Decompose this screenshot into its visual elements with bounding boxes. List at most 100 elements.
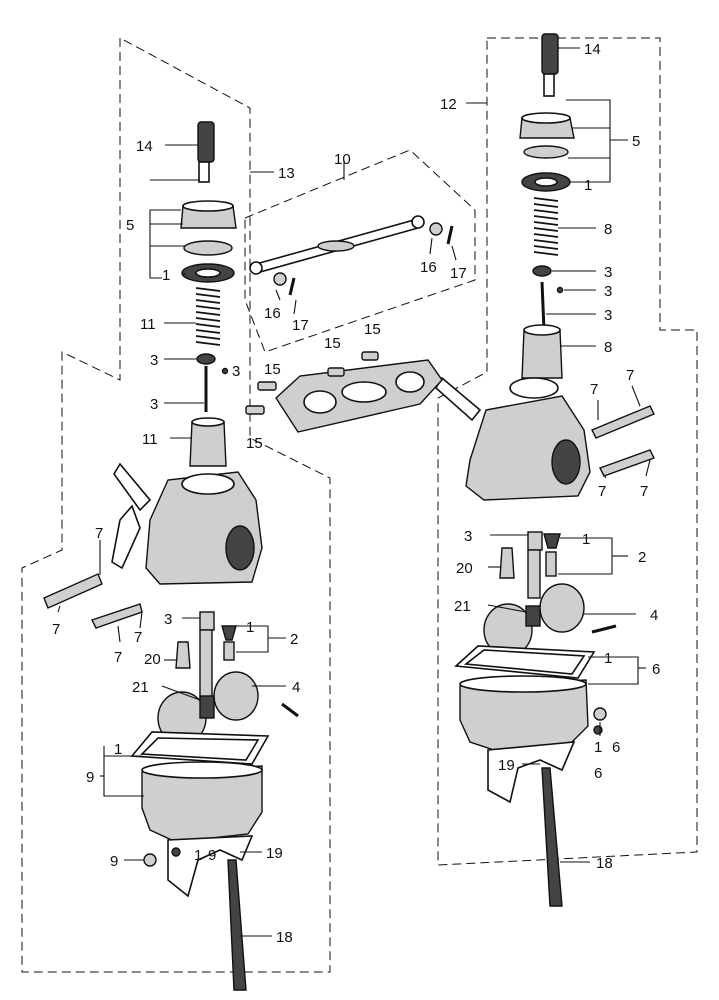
callout-18-right: 18 bbox=[596, 855, 613, 872]
callout-7-right-a: 7 bbox=[590, 381, 598, 398]
main-jet bbox=[527, 531, 543, 551]
cap-washer bbox=[183, 240, 233, 256]
callout-20-right: 20 bbox=[456, 560, 473, 577]
callout-21-left: 21 bbox=[132, 679, 149, 696]
callout-1-right-jet: 1 bbox=[582, 531, 590, 548]
needle-clip bbox=[196, 353, 216, 365]
intake-bore bbox=[551, 439, 581, 485]
drain-tube bbox=[227, 859, 247, 991]
cotter-pin bbox=[446, 225, 454, 245]
left-carburetor bbox=[43, 121, 299, 991]
float-pin bbox=[591, 624, 617, 634]
callout-4-left: 4 bbox=[292, 679, 300, 696]
callout-7-left-b: 7 bbox=[52, 621, 60, 638]
drain-screw bbox=[593, 707, 607, 721]
callout-7-right-b: 7 bbox=[626, 367, 634, 384]
callout-9-left-screw: 9 bbox=[110, 853, 118, 870]
callout-7-right-d: 7 bbox=[640, 483, 648, 500]
callout-7-left-a: 7 bbox=[95, 525, 103, 542]
callout-5-left: 5 bbox=[126, 217, 134, 234]
throttle-slide bbox=[521, 329, 563, 379]
drain-screw bbox=[143, 853, 157, 867]
callout-3-left-eclip: 3 bbox=[232, 363, 240, 380]
callout-8-right-slide: 8 bbox=[604, 339, 612, 356]
callout-8-right-spring: 8 bbox=[604, 221, 612, 238]
callout-1-left-jet: 1 bbox=[246, 619, 254, 636]
pilot-jet bbox=[499, 547, 515, 579]
cap-washer bbox=[523, 145, 569, 159]
float-right bbox=[213, 671, 259, 721]
linkage-and-manifold bbox=[245, 215, 454, 433]
callout-1-right-cap: 1 bbox=[584, 177, 592, 194]
callout-3-right-eclip: 3 bbox=[604, 283, 612, 300]
float-right bbox=[539, 583, 585, 633]
callout-3-left-needle: 3 bbox=[150, 396, 158, 413]
callout-15-b: 15 bbox=[324, 335, 341, 352]
callout-7-left-d: 7 bbox=[134, 629, 142, 646]
callout-20-left: 20 bbox=[144, 651, 161, 668]
callout-3-left-jet: 3 bbox=[164, 611, 172, 628]
throttle-spring bbox=[533, 197, 559, 256]
leader-lines bbox=[57, 47, 651, 937]
callout-1-left-gasket: 1 bbox=[114, 741, 122, 758]
manifold-bolt bbox=[245, 405, 265, 415]
left-assembly-outline bbox=[21, 37, 331, 973]
cotter-pin bbox=[288, 277, 296, 296]
right-assembly-outline bbox=[437, 37, 698, 866]
callout-3-left-clip: 3 bbox=[150, 352, 158, 369]
callout-14-right: 14 bbox=[584, 41, 601, 58]
main-jet bbox=[199, 611, 215, 631]
throttle-stop-screw bbox=[43, 573, 103, 609]
callout-9-left-washer: 9 bbox=[208, 847, 216, 864]
callout-10: 10 bbox=[334, 151, 351, 168]
callout-15-c: 15 bbox=[364, 321, 381, 338]
needle-jet bbox=[199, 629, 213, 699]
linkage-group-outline bbox=[244, 149, 476, 353]
needle-clip bbox=[532, 265, 552, 277]
callout-16-left: 16 bbox=[264, 305, 281, 322]
callout-17-right: 17 bbox=[450, 265, 467, 282]
callout-11-left-slide: 11 bbox=[142, 431, 158, 448]
callout-15-a: 15 bbox=[264, 361, 281, 378]
callout-3-right-jet: 3 bbox=[464, 528, 472, 545]
callout-19-right: 19 bbox=[498, 757, 515, 774]
callout-5-right: 5 bbox=[632, 133, 640, 150]
callout-15-d: 15 bbox=[246, 435, 263, 452]
callout-12: 12 bbox=[440, 96, 457, 113]
throttle-spring bbox=[195, 287, 221, 346]
float-pin bbox=[281, 702, 299, 718]
callout-3-right-clip: 3 bbox=[604, 264, 612, 281]
throttle-slide bbox=[189, 421, 227, 467]
callout-7-left-c: 7 bbox=[114, 649, 122, 666]
right-carburetor bbox=[434, 33, 655, 907]
callout-9-left-bowl: 9 bbox=[86, 769, 94, 786]
callout-11-left-spring: 11 bbox=[140, 316, 156, 333]
manifold-bolt bbox=[327, 367, 345, 377]
callout-13: 13 bbox=[278, 165, 295, 182]
callout-3-right-needle: 3 bbox=[604, 307, 612, 324]
callout-7-right-c: 7 bbox=[598, 483, 606, 500]
callout-6-right-washer: 6 bbox=[594, 765, 602, 782]
callout-4-right: 4 bbox=[650, 607, 658, 624]
callout-labels: 14 13 5 1 11 3 3 3 11 7 7 7 7 3 1 2 20 2… bbox=[52, 41, 660, 946]
callout-21-right: 21 bbox=[454, 598, 471, 615]
cable-adjuster bbox=[197, 121, 215, 163]
drain-tube bbox=[541, 767, 563, 907]
jet-needle bbox=[540, 281, 546, 331]
callout-1-right-gasket: 1 bbox=[604, 650, 612, 667]
manifold-bolt bbox=[361, 351, 379, 361]
throttle-stop-screw bbox=[591, 405, 655, 439]
callout-2-right: 2 bbox=[638, 549, 646, 566]
callout-6-right-screw: 6 bbox=[612, 739, 620, 756]
callout-19-left: 19 bbox=[266, 845, 283, 862]
callout-1-right-washer: 1 bbox=[594, 739, 602, 756]
callout-1-left-washer: 1 bbox=[194, 847, 202, 864]
link-washer bbox=[429, 222, 443, 236]
pilot-jet bbox=[175, 641, 191, 669]
link-washer bbox=[273, 272, 287, 286]
manifold-bolt bbox=[257, 381, 277, 391]
intake-bore bbox=[225, 525, 255, 571]
callout-17-left: 17 bbox=[292, 317, 309, 334]
callout-6-right-bowl: 6 bbox=[652, 661, 660, 678]
